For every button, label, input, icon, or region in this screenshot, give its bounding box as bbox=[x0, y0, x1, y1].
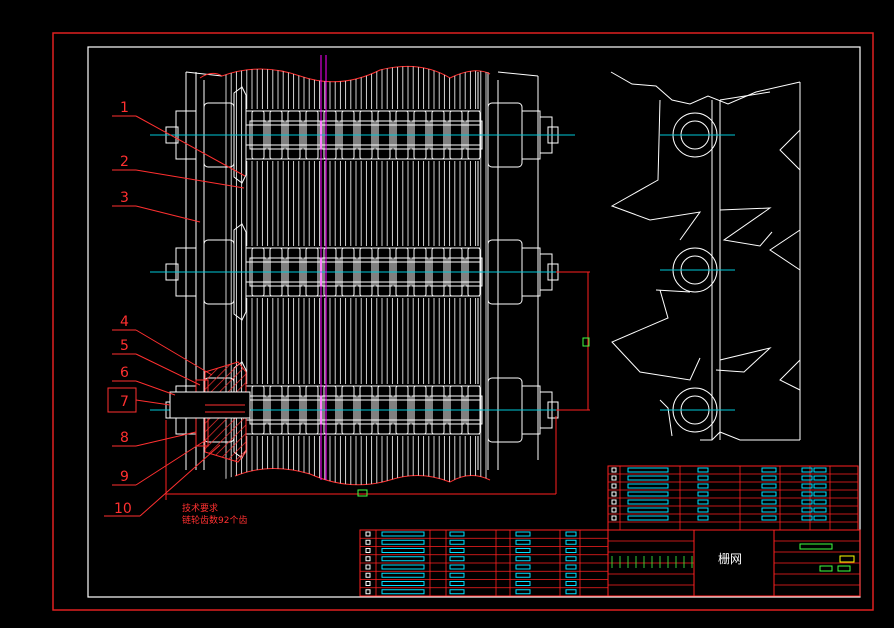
side-view bbox=[610, 71, 801, 441]
title-block bbox=[359, 529, 861, 597]
front-view bbox=[150, 55, 590, 500]
part-label: 9 bbox=[120, 469, 129, 485]
part-label: 6 bbox=[120, 365, 129, 381]
sprocket-section bbox=[169, 361, 251, 463]
note-title: 技术要求 bbox=[182, 502, 218, 514]
sheet-frame bbox=[52, 32, 874, 611]
part-label: 4 bbox=[120, 314, 129, 330]
drawing-border bbox=[87, 46, 861, 598]
part-label: 1 bbox=[120, 100, 129, 116]
note-body: 链轮齿数92个齿 bbox=[182, 514, 247, 526]
part-label: 7 bbox=[120, 394, 129, 410]
part-label: 5 bbox=[120, 338, 129, 354]
part-label: 10 bbox=[114, 501, 132, 517]
part-label: 8 bbox=[120, 430, 129, 446]
drawing-title: 栅网 bbox=[718, 551, 742, 566]
part-label: 3 bbox=[120, 190, 129, 206]
part-label: 2 bbox=[120, 154, 129, 170]
parts-table bbox=[607, 465, 859, 531]
